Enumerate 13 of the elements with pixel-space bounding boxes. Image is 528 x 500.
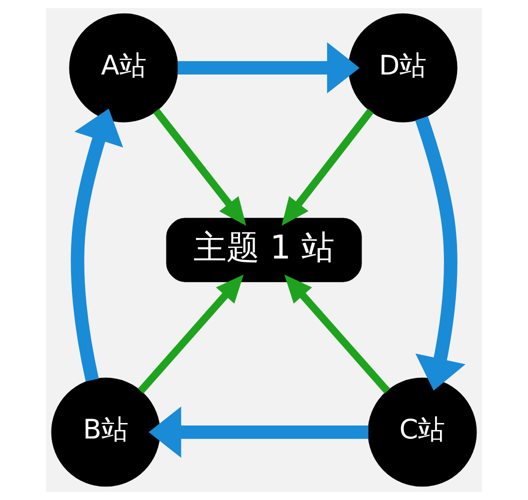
- arrow: [178, 42, 360, 94]
- node-circle: B站: [51, 378, 160, 487]
- arrow: [153, 108, 246, 226]
- arrow: [148, 406, 368, 458]
- node-box: 主题 1 站: [166, 218, 362, 282]
- arrow: [138, 274, 244, 394]
- arrow: [415, 116, 466, 391]
- arrow: [282, 108, 374, 226]
- node-circle: A站: [69, 13, 178, 122]
- arrow: [284, 274, 390, 394]
- node-circle: D站: [348, 13, 458, 122]
- node-circle: C站: [368, 378, 477, 487]
- arrow: [70, 108, 124, 382]
